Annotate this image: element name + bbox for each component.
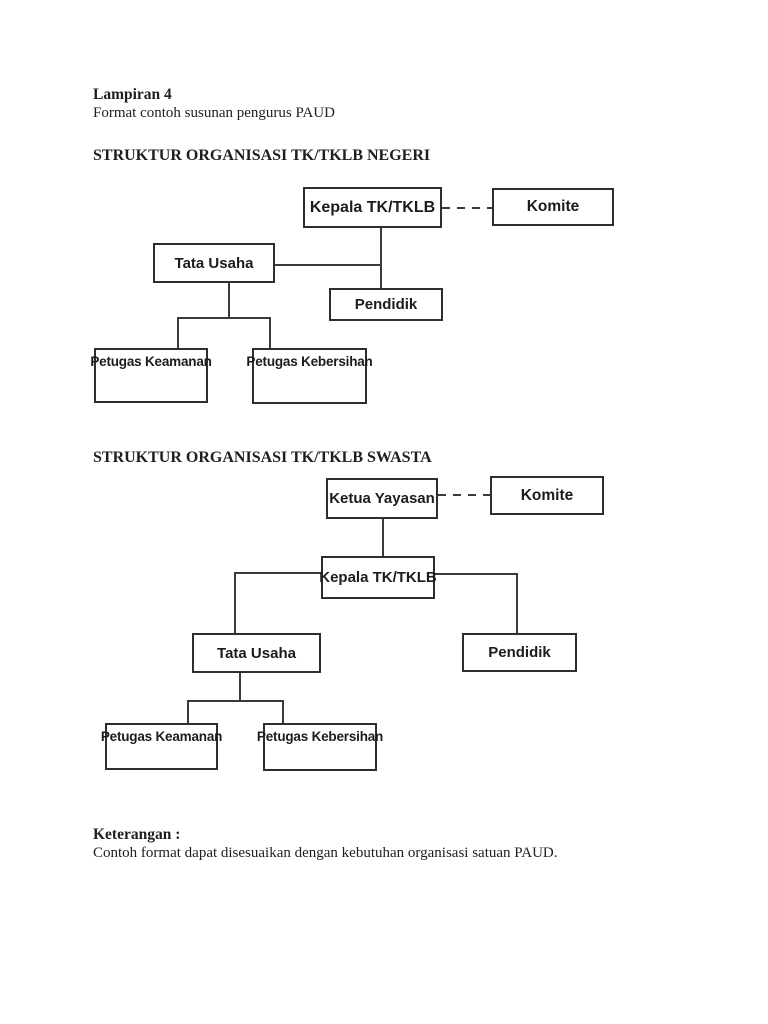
org-node-label: Petugas Kebersihan — [256, 729, 384, 744]
appendix-label: Lampiran 4 — [93, 86, 172, 103]
org-node-label: Tata Usaha — [217, 644, 296, 662]
org-node-pendidik-swasta: Pendidik — [462, 633, 577, 672]
org-node-petugas-keamanan-swasta: Petugas Keamanan — [101, 723, 222, 770]
org-node-label: Kepala TK/TKLB — [309, 198, 436, 216]
org-node-label: Komite — [520, 486, 574, 504]
org-node-ketua-yayasan-swasta: Ketua Yayasan — [326, 478, 438, 519]
org-node-label: Ketua Yayasan — [329, 490, 435, 507]
org-node-komite-negeri: Komite — [492, 188, 614, 226]
org-node-label: Kepala TK/TKLB — [319, 569, 437, 586]
org-node-tata-usaha-swasta: Tata Usaha — [192, 633, 321, 673]
org-node-label: Komite — [526, 198, 580, 216]
org-node-label: Petugas Keamanan — [100, 729, 223, 744]
org-node-label: Petugas Kebersihan — [246, 354, 373, 369]
org-node-petugas-kebersihan-negeri: Petugas Kebersihan — [246, 348, 373, 404]
section-heading-swasta: STRUKTUR ORGANISASI TK/TKLB SWASTA — [93, 449, 432, 466]
org-node-pendidik-negeri: Pendidik — [329, 288, 443, 321]
org-node-komite-swasta: Komite — [490, 476, 604, 515]
appendix-description: Format contoh susunan pengurus PAUD — [93, 105, 335, 121]
org-node-petugas-keamanan-negeri: Petugas Keamanan — [90, 348, 212, 403]
org-node-petugas-kebersihan-swasta: Petugas Kebersihan — [257, 723, 383, 771]
org-node-tata-usaha-negeri: Tata Usaha — [153, 243, 275, 283]
org-node-label: Petugas Keamanan — [90, 354, 212, 369]
note-text: Contoh format dapat disesuaikan dengan k… — [93, 845, 558, 861]
org-node-kepala-negeri: Kepala TK/TKLB — [303, 187, 442, 228]
org-node-label: Pendidik — [488, 644, 551, 661]
org-node-label: Pendidik — [354, 296, 418, 313]
note-label: Keterangan : — [93, 826, 181, 843]
section-heading-negeri: STRUKTUR ORGANISASI TK/TKLB NEGERI — [93, 147, 431, 164]
org-node-kepala-swasta: Kepala TK/TKLB — [319, 556, 437, 599]
org-node-label: Tata Usaha — [174, 254, 254, 272]
